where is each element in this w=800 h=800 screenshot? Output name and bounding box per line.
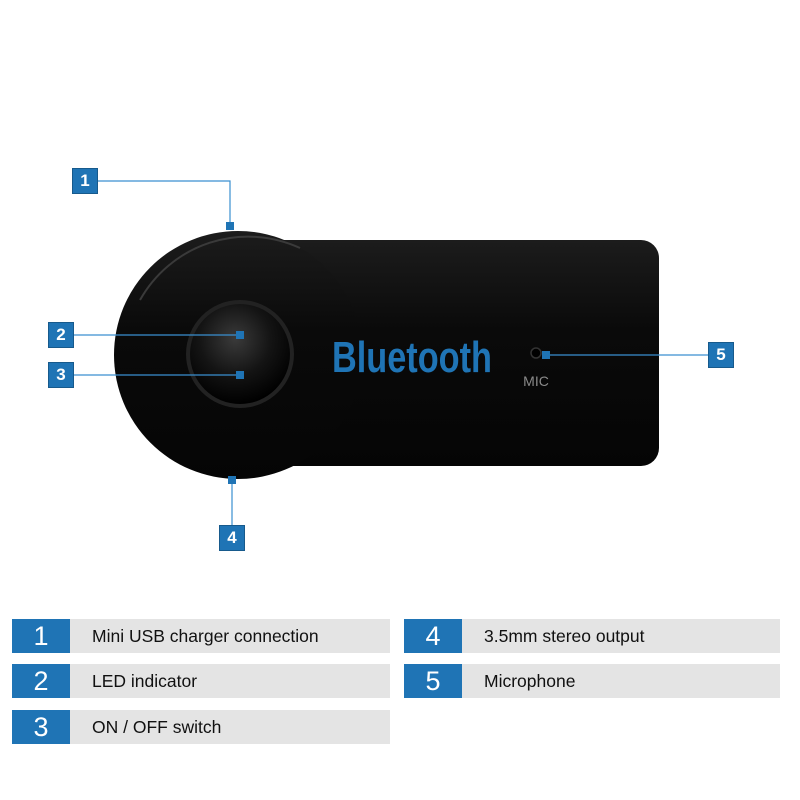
anchor-dot-3: [236, 371, 244, 379]
anchor-dots: [226, 222, 550, 484]
callout-5: 5: [708, 342, 734, 368]
callout-2: 2: [48, 322, 74, 348]
legend-number: 3: [12, 710, 70, 744]
callout-4: 4: [219, 525, 245, 551]
callout-1: 1: [72, 168, 98, 194]
legend-label: Mini USB charger connection: [92, 625, 319, 646]
legend-label: ON / OFF switch: [92, 716, 222, 737]
legend-row-4: 4 3.5mm stereo output: [404, 619, 780, 653]
anchor-dot-2: [236, 331, 244, 339]
anchor-dot-4: [228, 476, 236, 484]
legend-row-3: 3 ON / OFF switch: [12, 710, 390, 744]
legend-label: LED indicator: [92, 670, 198, 691]
legend-row-2: 2 LED indicator: [12, 664, 390, 698]
on-off-button: [186, 300, 294, 408]
callout-3: 3: [48, 362, 74, 388]
legend-row-1: 1 Mini USB charger connection: [12, 619, 390, 653]
legend-label: Microphone: [484, 670, 576, 691]
leader-line-1: [98, 180, 231, 226]
brand-label: Bluetooth: [332, 333, 492, 382]
legend-row-5: 5 Microphone: [404, 664, 780, 698]
leader-lines: [74, 180, 708, 527]
legend-label: 3.5mm stereo output: [484, 625, 645, 646]
legend-number: 1: [12, 619, 70, 653]
anchor-dot-1: [226, 222, 234, 230]
legend-number: 5: [404, 664, 462, 698]
legend-number: 2: [12, 664, 70, 698]
legend-number: 4: [404, 619, 462, 653]
mic-label: MIC: [523, 373, 549, 389]
bluetooth-receiver-illustration: Bluetooth MIC: [74, 180, 708, 527]
mic-hole: [530, 347, 542, 359]
anchor-dot-5: [542, 351, 550, 359]
